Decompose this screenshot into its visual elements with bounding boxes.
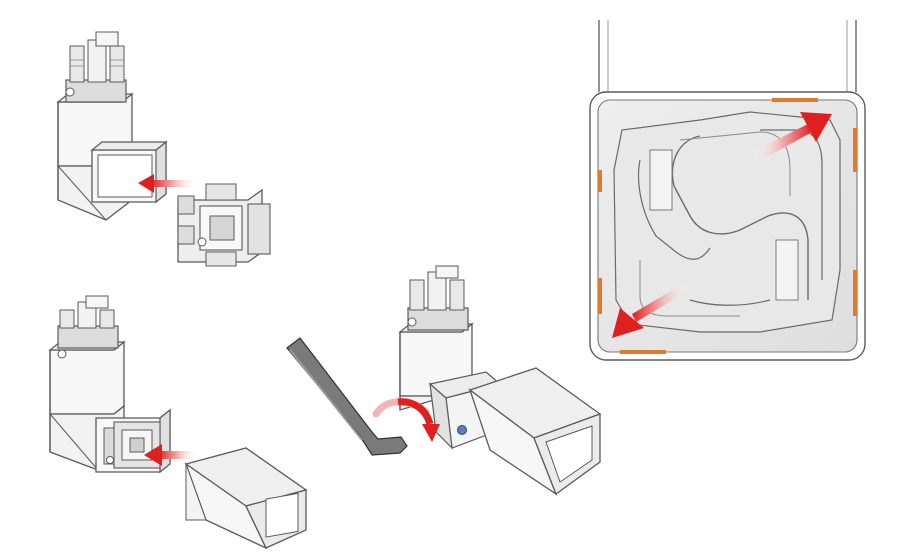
orange-pads [598, 98, 857, 354]
elbow-fitting-1 [56, 31, 168, 221]
loose-connector-1 [177, 183, 271, 267]
top-connector-1 [65, 31, 127, 103]
step-3-group [286, 265, 602, 496]
square-tube-3 [468, 367, 602, 496]
detail-cross-section [589, 20, 866, 361]
elbow-fitting-2 [48, 295, 171, 474]
square-tube-2 [184, 447, 308, 550]
hex-key-icon [286, 337, 408, 456]
rotation-arrow-icon [372, 398, 440, 442]
step-1-group [56, 31, 271, 267]
top-connector-2 [57, 295, 119, 359]
expand-arrow-icon [752, 112, 832, 162]
top-connector-3 [407, 265, 469, 331]
set-screw-icon [457, 425, 467, 435]
step-2-group [48, 295, 308, 550]
expand-arrow-icon [612, 282, 690, 338]
insert-arrow-icon [144, 444, 198, 466]
connector-s-profile [613, 111, 841, 333]
insert-arrow-icon [138, 174, 198, 193]
